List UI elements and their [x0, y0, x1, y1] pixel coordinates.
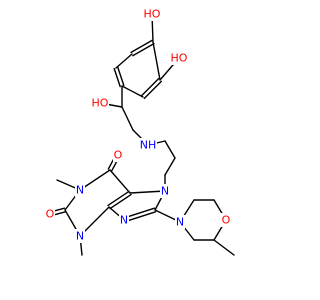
- morpholine-n-background: [175, 215, 185, 229]
- morpholine-o-background: [221, 213, 231, 227]
- hydroxyl-chain-background: [91, 96, 109, 110]
- bond-c5-n_7: [129, 190, 166, 194]
- bond-c4b-c4c: [115, 53, 133, 69]
- hydroxyl-right-background: [170, 51, 188, 65]
- purine-n3-background: [75, 229, 85, 243]
- amine-nh-background: [139, 138, 157, 152]
- bond-m4-me_m: [213, 239, 235, 256]
- purine-n7-label: N: [161, 185, 169, 198]
- bond-lines: [48, 13, 235, 256]
- purine-n9-label: N: [120, 214, 128, 227]
- double-bond-c4-c5: [109, 193, 132, 210]
- double-bond-c4-c5: [107, 190, 130, 207]
- carbonyl-o2-background: [45, 207, 55, 221]
- double-bond-c4c-c4d: [117, 66, 125, 87]
- carbonyl-o6-label: O: [114, 149, 123, 162]
- double-bond-c8-n_9: [123, 211, 157, 223]
- hydroxyl-top-background: [143, 7, 161, 21]
- carbonyl-o6-background: [113, 148, 123, 162]
- bond-c_alpha-c_beta: [121, 106, 134, 131]
- bond-c5-c6: [109, 169, 131, 194]
- bond-c4d-c4e: [121, 85, 144, 98]
- morpholine-o-label: O: [222, 214, 231, 227]
- purine-n7-background: [160, 184, 170, 198]
- bond-c4f-c4a: [152, 41, 161, 81]
- amine-nh-label: NH: [140, 139, 157, 152]
- double-bond-c4a-c4b: [132, 42, 155, 57]
- morpholine-n-label: N: [176, 216, 184, 229]
- double-bond-c4c-c4d: [113, 67, 121, 88]
- chemical-structure: HO HO HO NH N N N N N O O O: [45, 7, 235, 256]
- hydroxyl-right-label: HO: [171, 52, 188, 65]
- purine-n1-label: N: [76, 184, 84, 197]
- purine-n1-background: [75, 183, 85, 197]
- purine-n3-label: N: [76, 230, 84, 243]
- carbonyl-o2-label: O: [46, 208, 55, 221]
- atom-labels: HO HO HO NH N N N N N O O O: [45, 7, 231, 243]
- double-bond-c4a-c4b: [130, 39, 153, 54]
- bond-c_p1-c_p2: [164, 140, 176, 159]
- double-bond-c4e-c4f: [140, 77, 160, 97]
- hydroxyl-top-label: HO: [144, 8, 161, 21]
- purine-n9-background: [119, 213, 129, 227]
- hydroxyl-chain-label: HO: [92, 97, 109, 110]
- bond-c_p2-c_p3: [164, 157, 176, 176]
- double-bond-c4e-c4f: [143, 80, 163, 100]
